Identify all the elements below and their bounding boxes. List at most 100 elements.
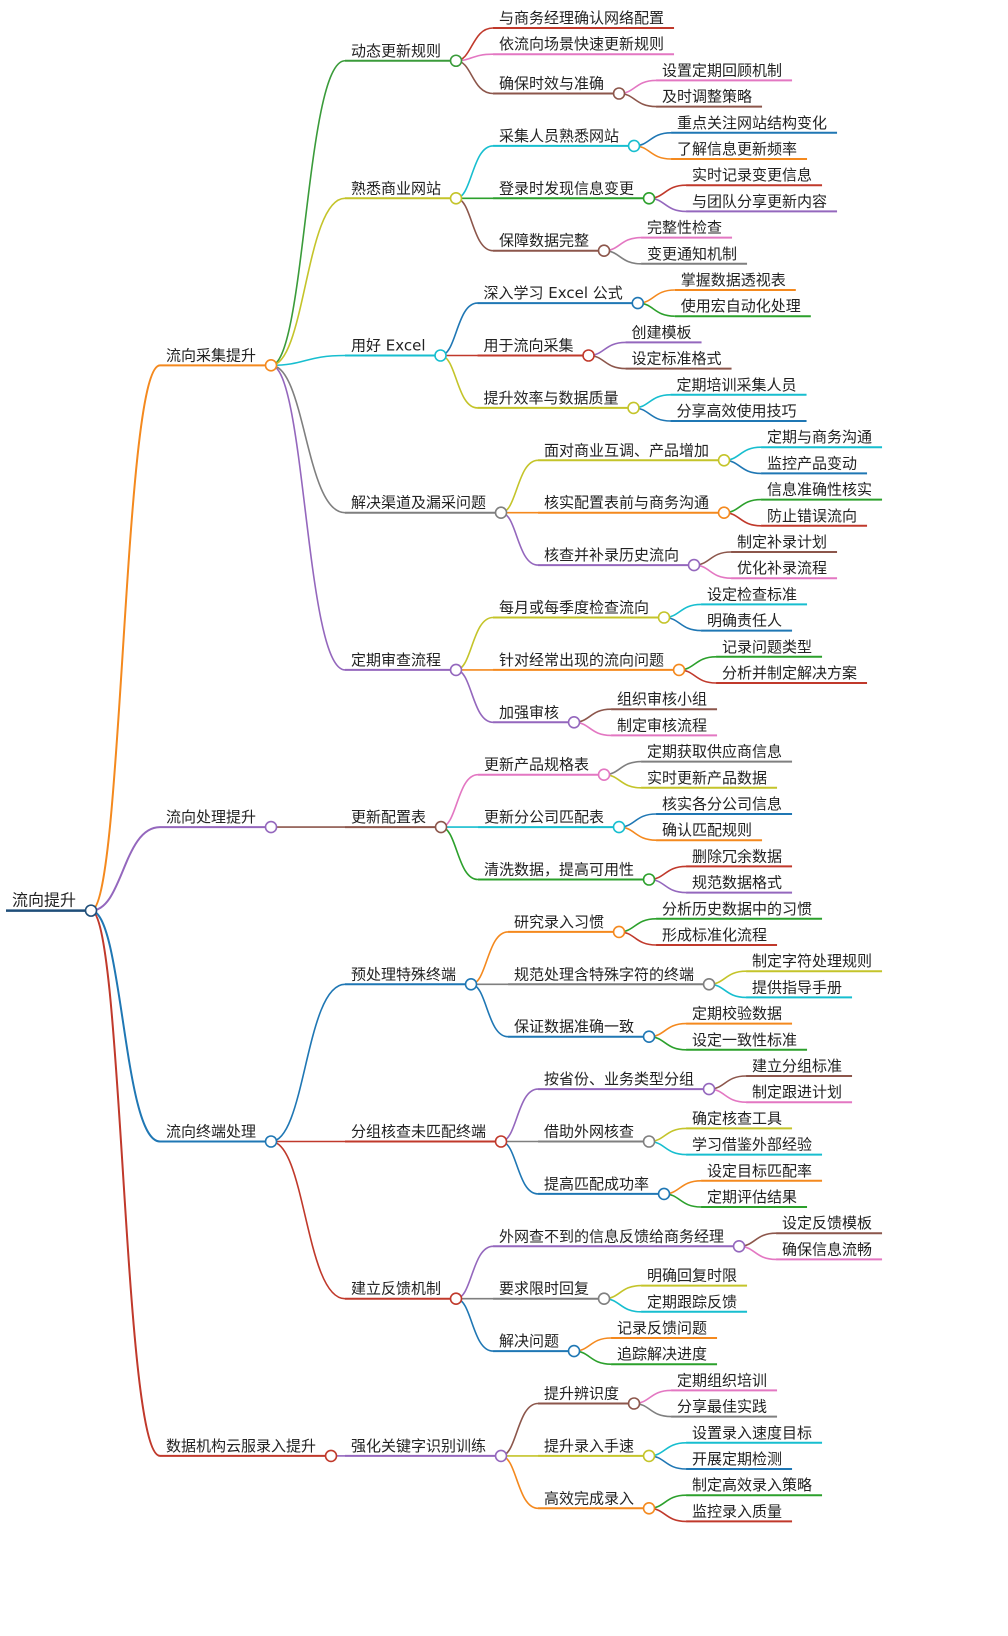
node-label[interactable]: 登录时发现信息变更 bbox=[499, 179, 634, 197]
collapse-toggle-icon[interactable] bbox=[642, 1502, 656, 1515]
collapse-toggle-icon[interactable] bbox=[567, 1344, 581, 1358]
collapse-toggle-icon[interactable] bbox=[597, 768, 611, 782]
collapse-toggle-icon[interactable] bbox=[434, 349, 447, 362]
node-label[interactable]: 设定反馈模板 bbox=[782, 1214, 872, 1232]
node-label[interactable]: 制定审核流程 bbox=[617, 716, 707, 734]
node-label[interactable]: 确保信息流畅 bbox=[782, 1240, 872, 1258]
collapse-toggle-icon[interactable] bbox=[717, 506, 731, 520]
collapse-toggle-icon[interactable] bbox=[494, 1135, 508, 1148]
collapse-toggle-icon[interactable] bbox=[567, 715, 581, 729]
node-label[interactable]: 定期评估结果 bbox=[707, 1188, 797, 1206]
node-label[interactable]: 建立反馈机制 bbox=[351, 1280, 441, 1298]
node-label[interactable]: 提高匹配成功率 bbox=[544, 1175, 649, 1193]
collapse-toggle-icon[interactable] bbox=[642, 873, 656, 886]
node-label[interactable]: 用于流向采集 bbox=[484, 337, 574, 355]
node-label[interactable]: 确保时效与准确 bbox=[499, 75, 604, 93]
node-label[interactable]: 预处理特殊终端 bbox=[351, 965, 456, 983]
node-label[interactable]: 采集人员熟悉网站 bbox=[499, 127, 619, 145]
collapse-toggle-icon[interactable] bbox=[642, 1030, 656, 1043]
node-label[interactable]: 流向终端处理 bbox=[166, 1123, 256, 1141]
node-label[interactable]: 监控录入质量 bbox=[692, 1502, 782, 1520]
node-label[interactable]: 使用宏自动化处理 bbox=[681, 297, 801, 315]
collapse-toggle-icon[interactable] bbox=[627, 1397, 641, 1410]
collapse-toggle-icon[interactable] bbox=[702, 1082, 716, 1096]
node-label[interactable]: 解决渠道及漏采问题 bbox=[351, 494, 486, 512]
collapse-toggle-icon[interactable] bbox=[687, 558, 701, 572]
collapse-toggle-icon[interactable] bbox=[612, 820, 626, 834]
collapse-toggle-icon[interactable] bbox=[582, 349, 595, 362]
node-label[interactable]: 与商务经理确认网络配置 bbox=[499, 9, 664, 27]
collapse-toggle-icon[interactable] bbox=[612, 925, 626, 939]
node-label[interactable]: 定期校验数据 bbox=[692, 1005, 782, 1023]
node-label[interactable]: 规范处理含特殊字符的终端 bbox=[514, 965, 694, 983]
collapse-toggle-icon[interactable] bbox=[597, 244, 611, 257]
node-label[interactable]: 制定字符处理规则 bbox=[752, 952, 872, 970]
node-label[interactable]: 建立分组标准 bbox=[752, 1057, 842, 1075]
node-label[interactable]: 提升录入手速 bbox=[544, 1437, 634, 1455]
node-label[interactable]: 按省份、业务类型分组 bbox=[544, 1070, 694, 1088]
node-label[interactable]: 记录反馈问题 bbox=[617, 1319, 707, 1337]
node-label[interactable]: 明确责任人 bbox=[707, 612, 782, 630]
node-label[interactable]: 与团队分享更新内容 bbox=[692, 192, 827, 210]
collapse-toggle-icon[interactable] bbox=[657, 611, 671, 624]
node-label[interactable]: 数据机构云服录入提升 bbox=[166, 1437, 316, 1455]
node-label[interactable]: 清洗数据，提高可用性 bbox=[484, 861, 634, 879]
node-label[interactable]: 要求限时回复 bbox=[499, 1280, 589, 1298]
node-label[interactable]: 定期审查流程 bbox=[351, 651, 441, 669]
collapse-toggle-icon[interactable] bbox=[464, 977, 478, 991]
collapse-toggle-icon[interactable] bbox=[642, 1135, 656, 1148]
node-label[interactable]: 面对商业互调、产品增加 bbox=[544, 441, 709, 459]
collapse-toggle-icon[interactable] bbox=[449, 54, 463, 68]
node-label[interactable]: 分享高效使用技巧 bbox=[677, 402, 797, 420]
node-label[interactable]: 信息准确性核实 bbox=[767, 481, 872, 499]
node-label[interactable]: 依流向场景快速更新规则 bbox=[499, 35, 664, 53]
collapse-toggle-icon[interactable] bbox=[449, 192, 463, 205]
node-label[interactable]: 组织审核小组 bbox=[617, 690, 707, 708]
node-label[interactable]: 实时更新产品数据 bbox=[647, 769, 767, 787]
collapse-toggle-icon[interactable] bbox=[84, 904, 98, 917]
node-label[interactable]: 核实配置表前与商务沟通 bbox=[544, 494, 709, 512]
collapse-toggle-icon[interactable] bbox=[627, 139, 641, 153]
node-label[interactable]: 监控产品变动 bbox=[767, 454, 857, 472]
node-label[interactable]: 制定补录计划 bbox=[737, 533, 827, 551]
node-label[interactable]: 确定核查工具 bbox=[692, 1109, 782, 1127]
node-label[interactable]: 实时记录变更信息 bbox=[692, 166, 812, 184]
node-label[interactable]: 分析并制定解决方案 bbox=[722, 664, 857, 682]
node-label[interactable]: 设定标准格式 bbox=[632, 350, 722, 368]
collapse-toggle-icon[interactable] bbox=[434, 820, 448, 834]
node-label[interactable]: 定期与商务沟通 bbox=[767, 428, 872, 446]
node-label[interactable]: 分组核查未匹配终端 bbox=[351, 1123, 486, 1141]
node-label[interactable]: 设置定期回顾机制 bbox=[662, 61, 782, 79]
node-label[interactable]: 提升效率与数据质量 bbox=[484, 389, 619, 407]
collapse-toggle-icon[interactable] bbox=[494, 1449, 508, 1463]
node-label[interactable]: 每月或每季度检查流向 bbox=[499, 599, 649, 617]
node-label[interactable]: 核查并补录历史流向 bbox=[544, 546, 679, 564]
node-label[interactable]: 防止错误流向 bbox=[767, 507, 857, 525]
node-label[interactable]: 变更通知机制 bbox=[647, 245, 737, 263]
node-label[interactable]: 了解信息更新频率 bbox=[677, 140, 797, 158]
node-label[interactable]: 设定目标匹配率 bbox=[707, 1162, 812, 1180]
collapse-toggle-icon[interactable] bbox=[449, 663, 463, 677]
node-label[interactable]: 学习借鉴外部经验 bbox=[692, 1136, 812, 1154]
node-label[interactable]: 流向采集提升 bbox=[166, 346, 256, 364]
node-label[interactable]: 优化补录流程 bbox=[737, 559, 827, 577]
collapse-toggle-icon[interactable] bbox=[264, 1135, 278, 1148]
node-label[interactable]: 分享最佳实践 bbox=[677, 1398, 767, 1416]
node-label[interactable]: 掌握数据透视表 bbox=[681, 271, 786, 289]
node-label[interactable]: 强化关键字识别训练 bbox=[351, 1437, 486, 1455]
node-label[interactable]: 外网查不到的信息反馈给商务经理 bbox=[499, 1227, 724, 1245]
node-label[interactable]: 提升辨识度 bbox=[544, 1385, 619, 1403]
node-label[interactable]: 解决问题 bbox=[499, 1332, 559, 1350]
node-label[interactable]: 删除冗余数据 bbox=[692, 847, 782, 865]
collapse-toggle-icon[interactable] bbox=[642, 192, 656, 205]
collapse-toggle-icon[interactable] bbox=[264, 820, 278, 834]
node-label[interactable]: 定期获取供应商信息 bbox=[647, 743, 782, 761]
node-label[interactable]: 动态更新规则 bbox=[351, 42, 441, 60]
collapse-toggle-icon[interactable] bbox=[264, 359, 278, 372]
node-label[interactable]: 开展定期检测 bbox=[692, 1450, 782, 1468]
node-label[interactable]: 定期跟踪反馈 bbox=[647, 1293, 737, 1311]
node-label[interactable]: 设置录入速度目标 bbox=[692, 1424, 812, 1442]
collapse-toggle-icon[interactable] bbox=[612, 87, 626, 100]
collapse-toggle-icon[interactable] bbox=[717, 453, 731, 467]
node-label[interactable]: 更新分公司匹配表 bbox=[484, 808, 604, 826]
